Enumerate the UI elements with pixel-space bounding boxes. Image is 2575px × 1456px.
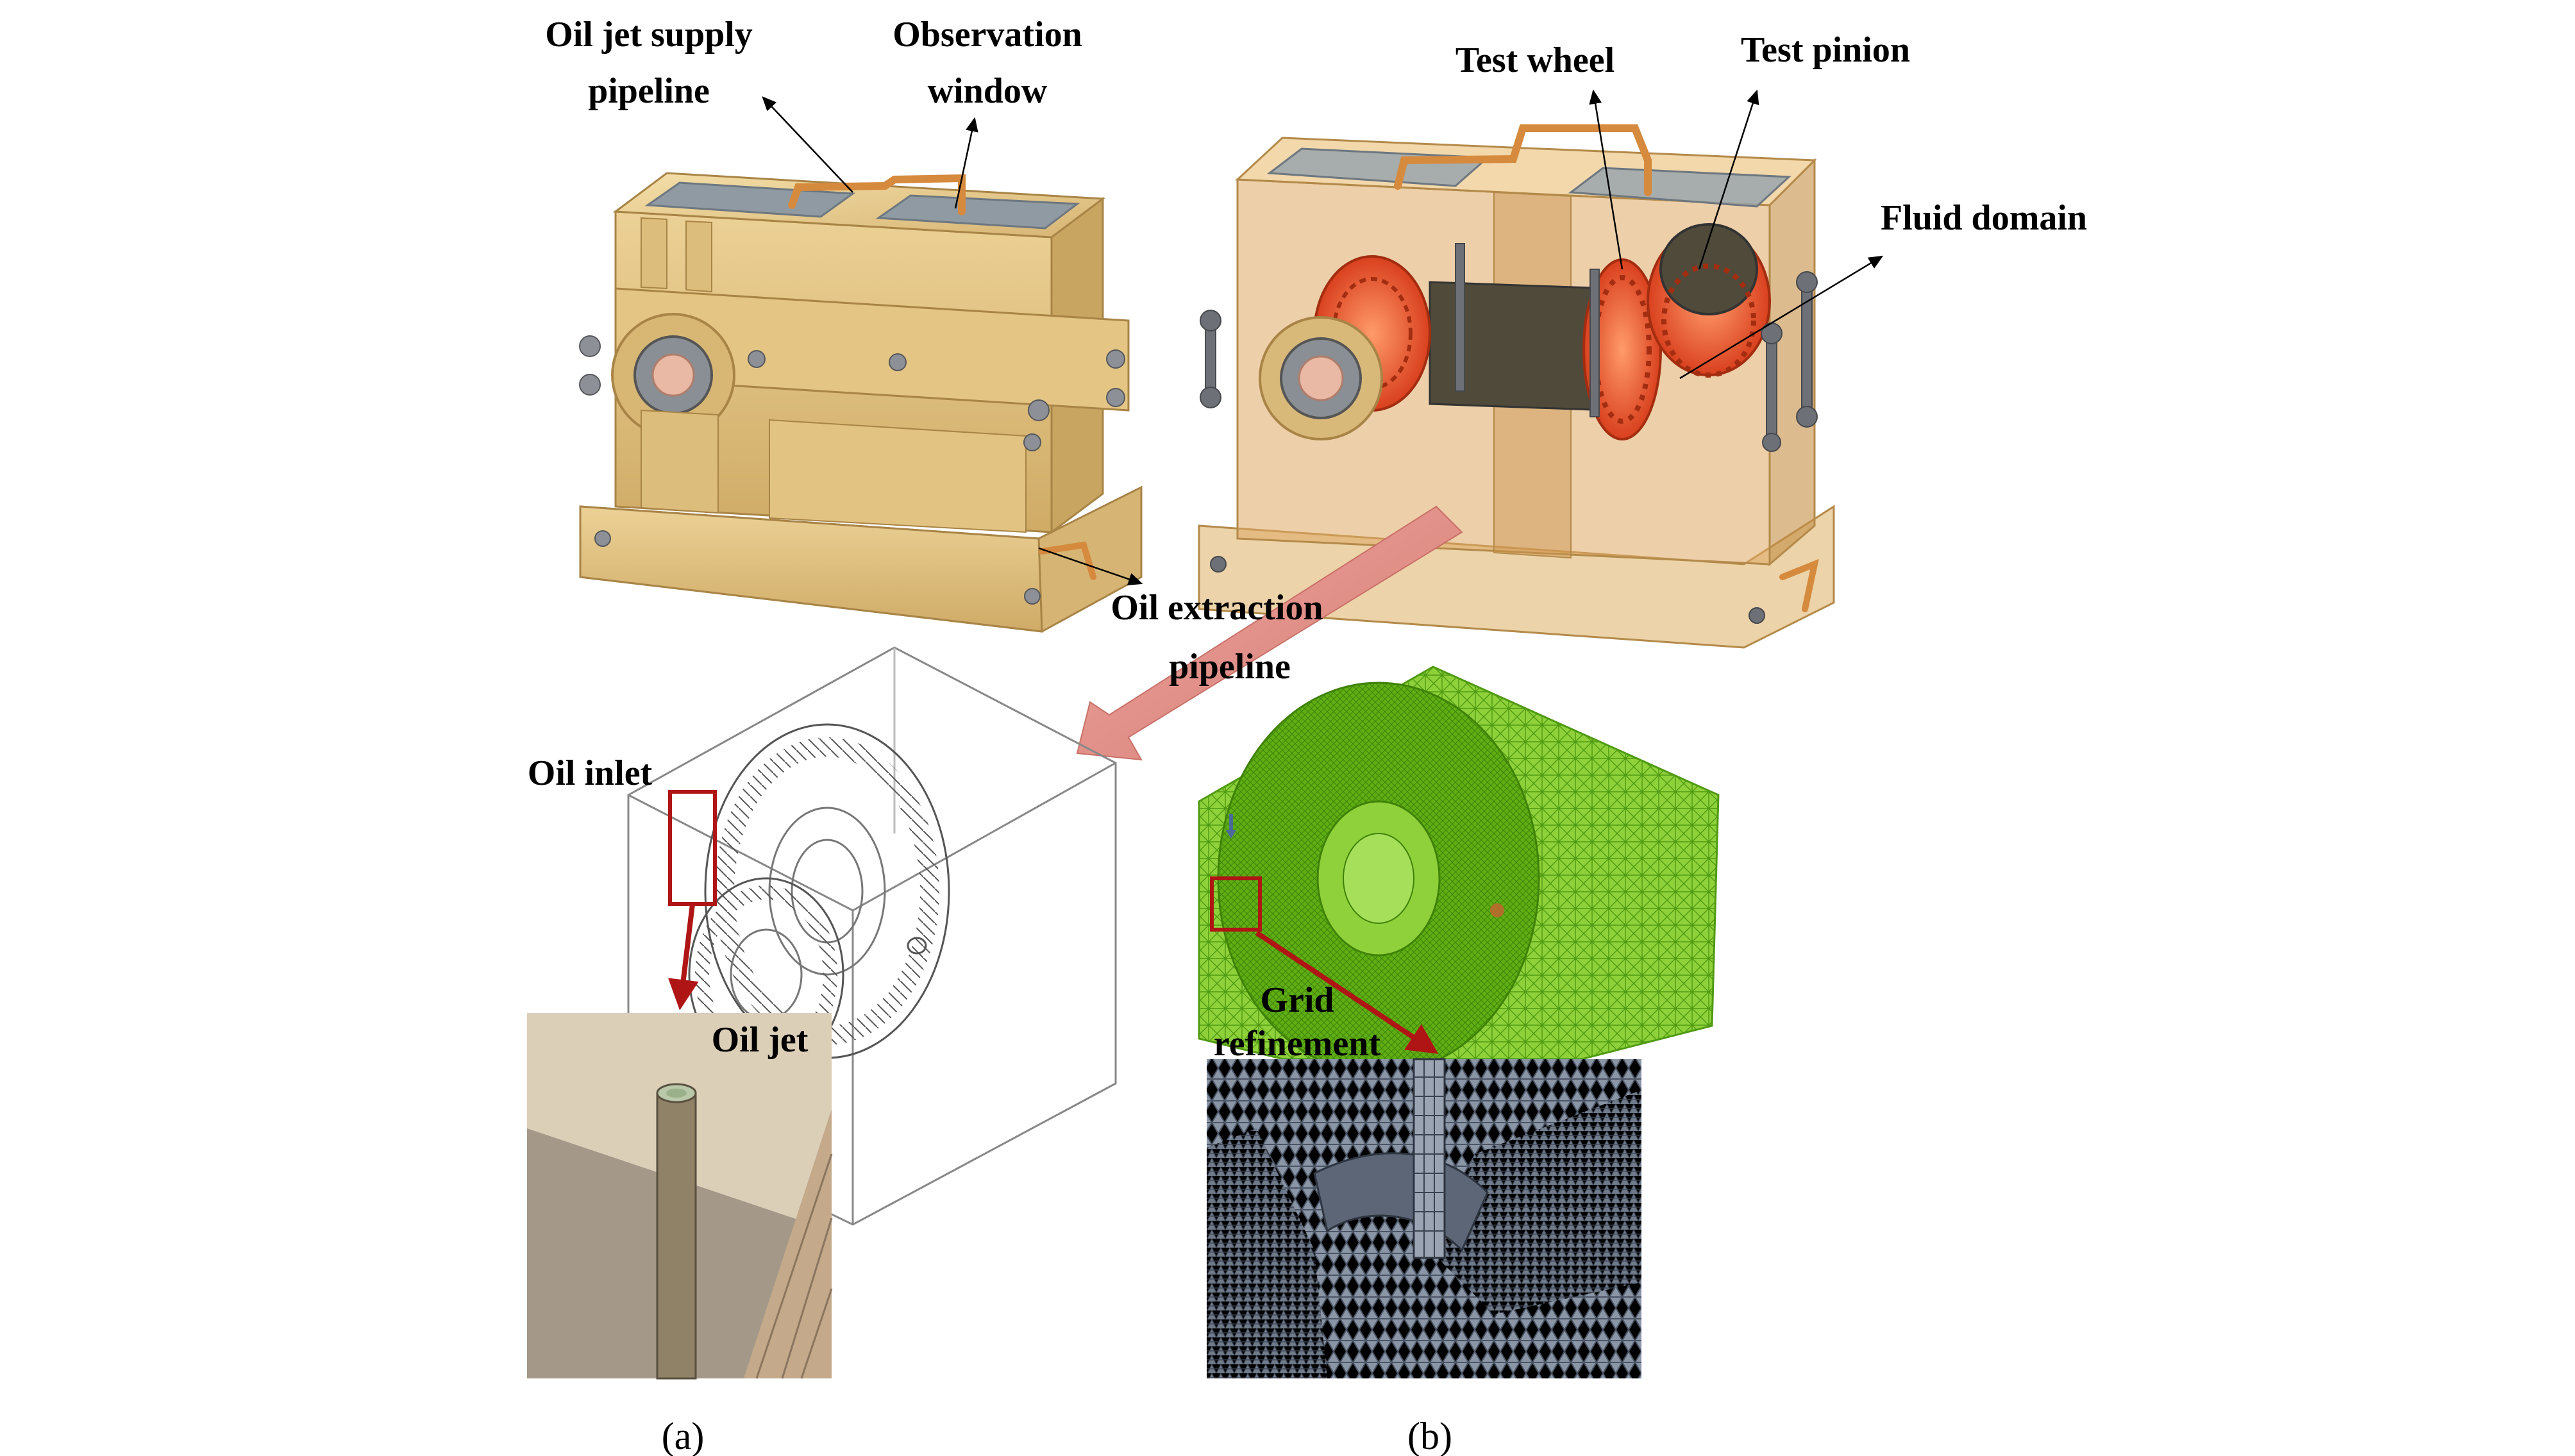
grid-refinement-highlight bbox=[1210, 876, 1262, 932]
oil-jet-supply-label-line1: Oil jet supply bbox=[545, 15, 753, 54]
observation-window-leader bbox=[954, 117, 978, 209]
oil-inlet-callout-arrow bbox=[667, 903, 699, 1010]
gearbox-housing-opaque bbox=[579, 172, 1143, 633]
grid-refinement-label-line2: refinement bbox=[1214, 1024, 1381, 1064]
test-wheel-label: Test wheel bbox=[1455, 40, 1615, 80]
oil-jet-supply-leader bbox=[762, 96, 853, 193]
test-wheel-leader bbox=[1589, 89, 1623, 270]
oil-inlet-highlight bbox=[668, 790, 717, 906]
test-pinion-label: Test pinion bbox=[1741, 30, 1910, 70]
grid-refinement-label-line1: Grid bbox=[1260, 980, 1334, 1020]
oil-extraction-leader bbox=[1038, 547, 1143, 585]
leader-lines bbox=[762, 89, 1884, 585]
caption-a: (a) bbox=[662, 1415, 705, 1456]
transition-arrow bbox=[1076, 505, 1463, 761]
gearbox-housing-transparent bbox=[1198, 124, 1835, 649]
oil-extraction-label-line1: Oil extraction bbox=[1111, 588, 1323, 628]
green-mesh-domain bbox=[1198, 665, 1720, 1098]
oil-extraction-label-line2: pipeline bbox=[1169, 647, 1291, 687]
fluid-domain-leader bbox=[1679, 255, 1884, 380]
observation-window-label-line2: window bbox=[928, 71, 1048, 111]
grid-refinement-callout-arrow bbox=[1255, 930, 1439, 1054]
oil-jet-label: Oil jet bbox=[712, 1020, 809, 1060]
fluid-domain-label: Fluid domain bbox=[1881, 198, 2087, 238]
oil-inlet-label: Oil inlet bbox=[528, 753, 653, 793]
grey-mesh-zoom-inset bbox=[1207, 1058, 1641, 1378]
oil-jet-supply-label-line2: pipeline bbox=[588, 71, 710, 111]
oil-jet-zoom-inset bbox=[527, 1013, 833, 1380]
caption-b: (b) bbox=[1407, 1415, 1452, 1456]
observation-window-label-line1: Observation bbox=[893, 15, 1082, 54]
test-pinion-leader bbox=[1698, 89, 1759, 270]
